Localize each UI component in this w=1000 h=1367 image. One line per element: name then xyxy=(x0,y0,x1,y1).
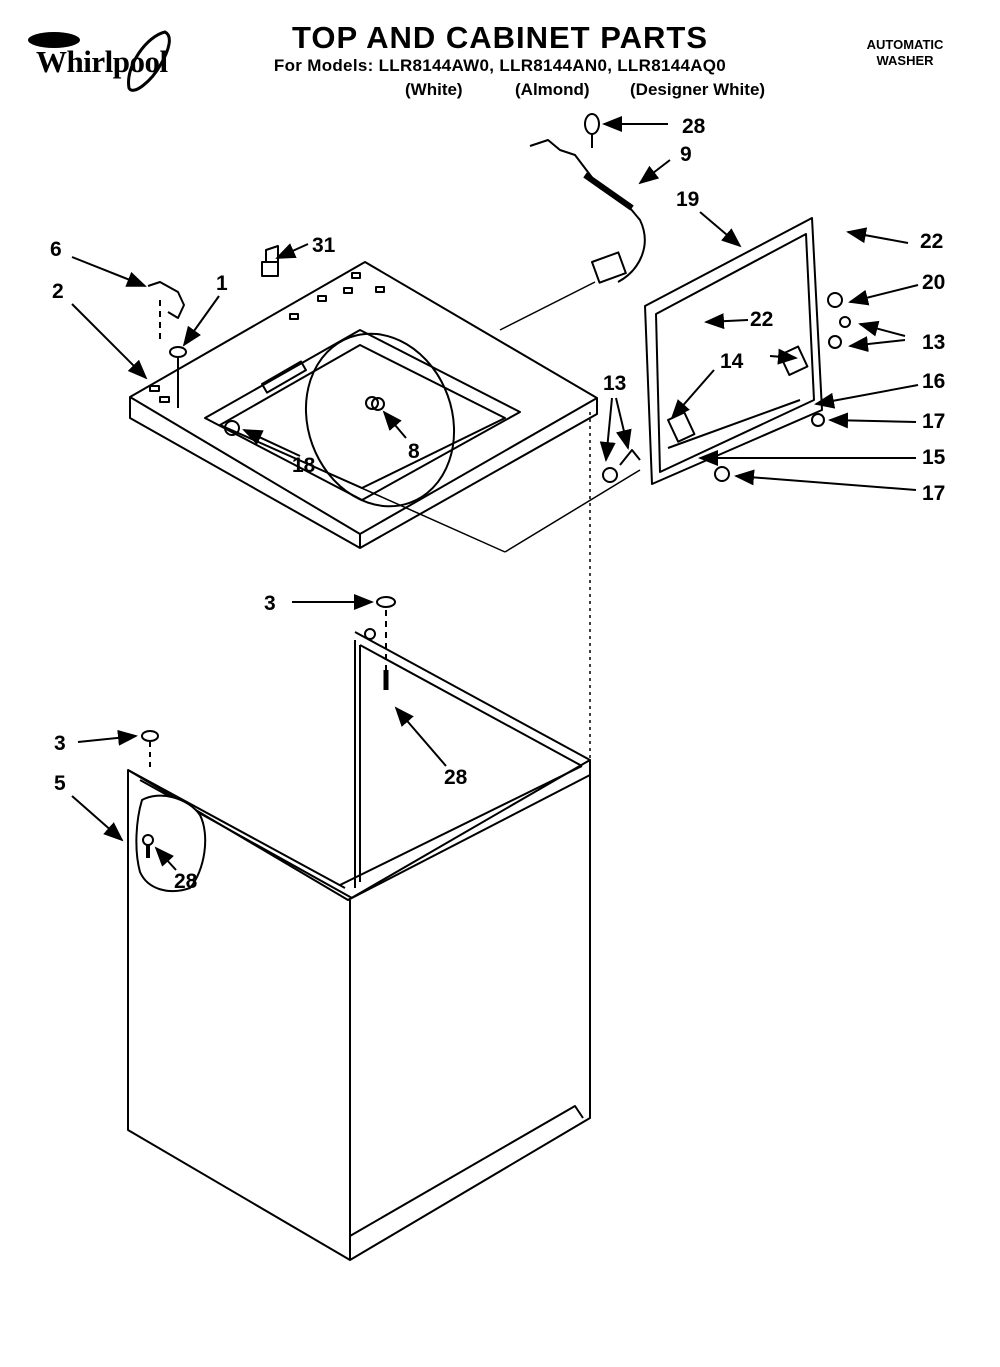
callout-13-right: 13 xyxy=(922,331,945,354)
brand-name: Whirlpool xyxy=(36,44,168,79)
washer-cabinet xyxy=(127,596,591,1261)
callout-28-mid: 28 xyxy=(444,766,468,789)
callout-31: 31 xyxy=(312,234,336,257)
top-hinge-parts xyxy=(147,245,385,411)
callout-6: 6 xyxy=(50,238,62,261)
models-line: For Models: LLR8144AW0, LLR8144AN0, LLR8… xyxy=(273,56,727,75)
callout-3-mid: 3 xyxy=(264,592,276,615)
callout-1: 1 xyxy=(216,272,228,295)
callout-5: 5 xyxy=(54,772,66,795)
finish-almond: (Almond) xyxy=(515,80,590,99)
callout-9: 9 xyxy=(680,143,692,166)
callout-19: 19 xyxy=(676,188,699,211)
callout-20: 20 xyxy=(922,271,945,294)
callout-arrows xyxy=(71,116,919,871)
callout-22-top: 22 xyxy=(920,230,943,253)
product-line-1: AUTOMATIC xyxy=(866,37,944,52)
callout-28-top: 28 xyxy=(682,115,706,138)
washer-top-panel xyxy=(129,261,598,549)
callout-17-upper: 17 xyxy=(922,410,945,433)
finish-white: (White) xyxy=(405,80,463,99)
logo-swoosh-icon xyxy=(127,30,171,92)
alignment-lines xyxy=(235,281,641,760)
callout-28-low: 28 xyxy=(174,870,198,893)
callout-3-left: 3 xyxy=(54,732,66,755)
callout-22-mid: 22 xyxy=(750,308,773,331)
lid-switch-harness xyxy=(529,113,646,284)
callout-8: 8 xyxy=(408,440,420,463)
finish-designer-white: (Designer White) xyxy=(630,80,766,99)
callout-16: 16 xyxy=(922,370,945,393)
callout-17-lower: 17 xyxy=(922,482,945,505)
whirlpool-logo: Whirlpool xyxy=(22,30,192,112)
callout-18: 18 xyxy=(292,454,316,477)
callout-13-left: 13 xyxy=(603,372,626,395)
callout-labels: 28 9 19 22 22 20 13 14 16 17 13 15 17 6 … xyxy=(50,115,946,893)
callout-2: 2 xyxy=(52,280,64,303)
callout-14: 14 xyxy=(720,350,744,373)
product-line-2: WASHER xyxy=(876,53,934,68)
logo-badge xyxy=(28,32,80,48)
callout-15: 15 xyxy=(922,446,946,469)
page-title: TOP AND CABINET PARTS xyxy=(292,20,708,55)
product-type: AUTOMATIC WASHER xyxy=(830,37,980,69)
